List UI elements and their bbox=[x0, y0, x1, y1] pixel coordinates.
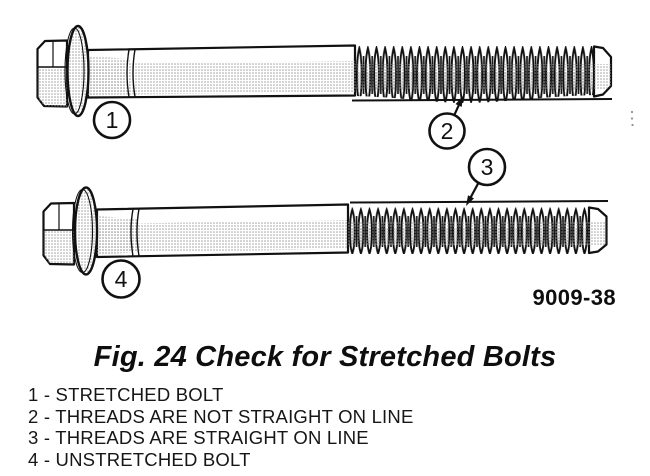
legend-item-3: 3 - THREADS ARE STRAIGHT ON LINE bbox=[28, 427, 369, 449]
neck-shading bbox=[88, 56, 130, 95]
tip-shading bbox=[594, 64, 611, 90]
flange-inner-contour bbox=[71, 188, 94, 274]
callout-2-label: 2 bbox=[440, 118, 454, 144]
neck-line bbox=[126, 49, 130, 98]
figure-caption: Fig. 24 Check for Stretched Bolts bbox=[93, 341, 557, 373]
callout-1-label: 1 bbox=[105, 107, 119, 133]
reference-line-not-straight bbox=[351, 98, 613, 102]
shank-shading bbox=[97, 220, 348, 253]
bolt-flange bbox=[66, 24, 90, 118]
figure-legend: 1 - STRETCHED BOLT 2 - THREADS ARE NOT S… bbox=[28, 384, 414, 471]
neck-line bbox=[136, 208, 140, 257]
flange-inner-contour bbox=[64, 27, 85, 115]
bolt-flange bbox=[73, 186, 99, 276]
bolt-head-shading bbox=[43, 230, 74, 265]
callout-2-arrow bbox=[453, 103, 461, 116]
shank-shading bbox=[88, 61, 355, 95]
callout-4-label: 4 bbox=[114, 266, 128, 292]
neck-shading bbox=[97, 216, 138, 255]
legend-item-1: 1 - STRETCHED BOLT bbox=[28, 384, 224, 405]
callout-3-circle bbox=[467, 147, 507, 187]
scan-artifact-dots bbox=[630, 110, 634, 127]
thread-shading bbox=[355, 64, 595, 90]
callout-4-circle bbox=[101, 259, 141, 299]
callout-1-circle bbox=[92, 100, 132, 140]
bolt-diagram bbox=[36, 24, 634, 299]
neck-line bbox=[132, 49, 136, 97]
callout-3-label: 3 bbox=[480, 154, 494, 180]
callout-2-arrowhead bbox=[455, 96, 463, 107]
callout-3-arrow bbox=[469, 182, 480, 199]
figure-reference-code: 9009-38 bbox=[532, 285, 616, 310]
neck-line bbox=[130, 208, 134, 257]
callout-2-circle bbox=[428, 112, 466, 150]
stretched-bolt-illustration bbox=[36, 24, 613, 150]
tip-shading bbox=[589, 222, 607, 246]
bolt-head-shading bbox=[37, 67, 67, 107]
thread-shadow-band bbox=[355, 72, 595, 90]
reference-line-straight bbox=[349, 200, 609, 204]
unstretched-bolt-illustration bbox=[42, 147, 609, 299]
legend-item-2: 2 - THREADS ARE NOT STRAIGHT ON LINE bbox=[28, 405, 414, 427]
thread-shadow-band bbox=[348, 228, 590, 244]
thread-shading bbox=[348, 222, 590, 246]
callout-3-arrowhead bbox=[466, 195, 474, 206]
legend-item-4: 4 - UNSTRETCHED BOLT bbox=[28, 449, 251, 471]
